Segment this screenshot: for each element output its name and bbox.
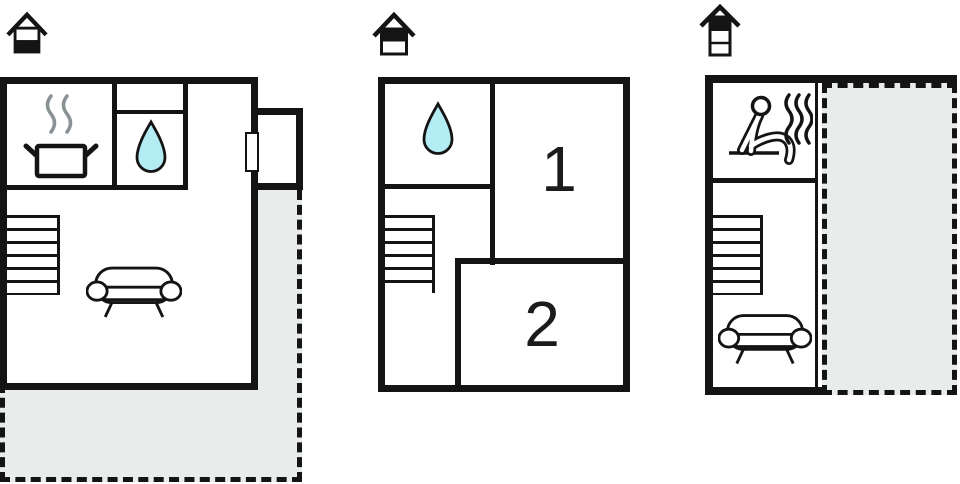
water-drop-icon [418,100,458,158]
wall-left [705,75,713,395]
house-level-icon-ground-floor [6,10,48,56]
wall-bath-room1 [490,84,495,265]
sofa-icon [718,312,812,368]
stairs [7,215,60,295]
wall-sauna-bottom [713,178,818,183]
wall-indoor-right [815,83,818,387]
cooking-pot-icon [23,90,99,182]
wall-bath-bottom [385,184,495,189]
floor-plan-ground [0,77,258,390]
room-label-2: 2 [524,288,560,360]
porch [258,108,303,190]
stairs [713,215,763,295]
house-level-icon-top-floor [697,3,743,58]
wall-kitchen-bath [112,84,117,190]
wall-kitchen-bath-bottom [7,185,188,190]
sauna-person-icon [723,89,813,173]
sofa-icon [86,265,182,321]
water-drop-icon [131,118,171,176]
entry-door [245,132,259,172]
wall-closet-divider [117,110,183,114]
floor-plan-top [705,75,957,395]
wall-room2-top [455,258,623,264]
wall-bottom [705,387,823,395]
floor-plan-middle: 1 2 [378,77,630,392]
wall-top [705,75,957,83]
stairs [385,215,435,293]
wall-bath-entry [183,84,188,190]
open-area [822,83,957,395]
wall-room2-left [455,258,461,385]
house-level-icon-middle-floor [372,10,416,56]
room-label-1: 1 [541,133,577,205]
